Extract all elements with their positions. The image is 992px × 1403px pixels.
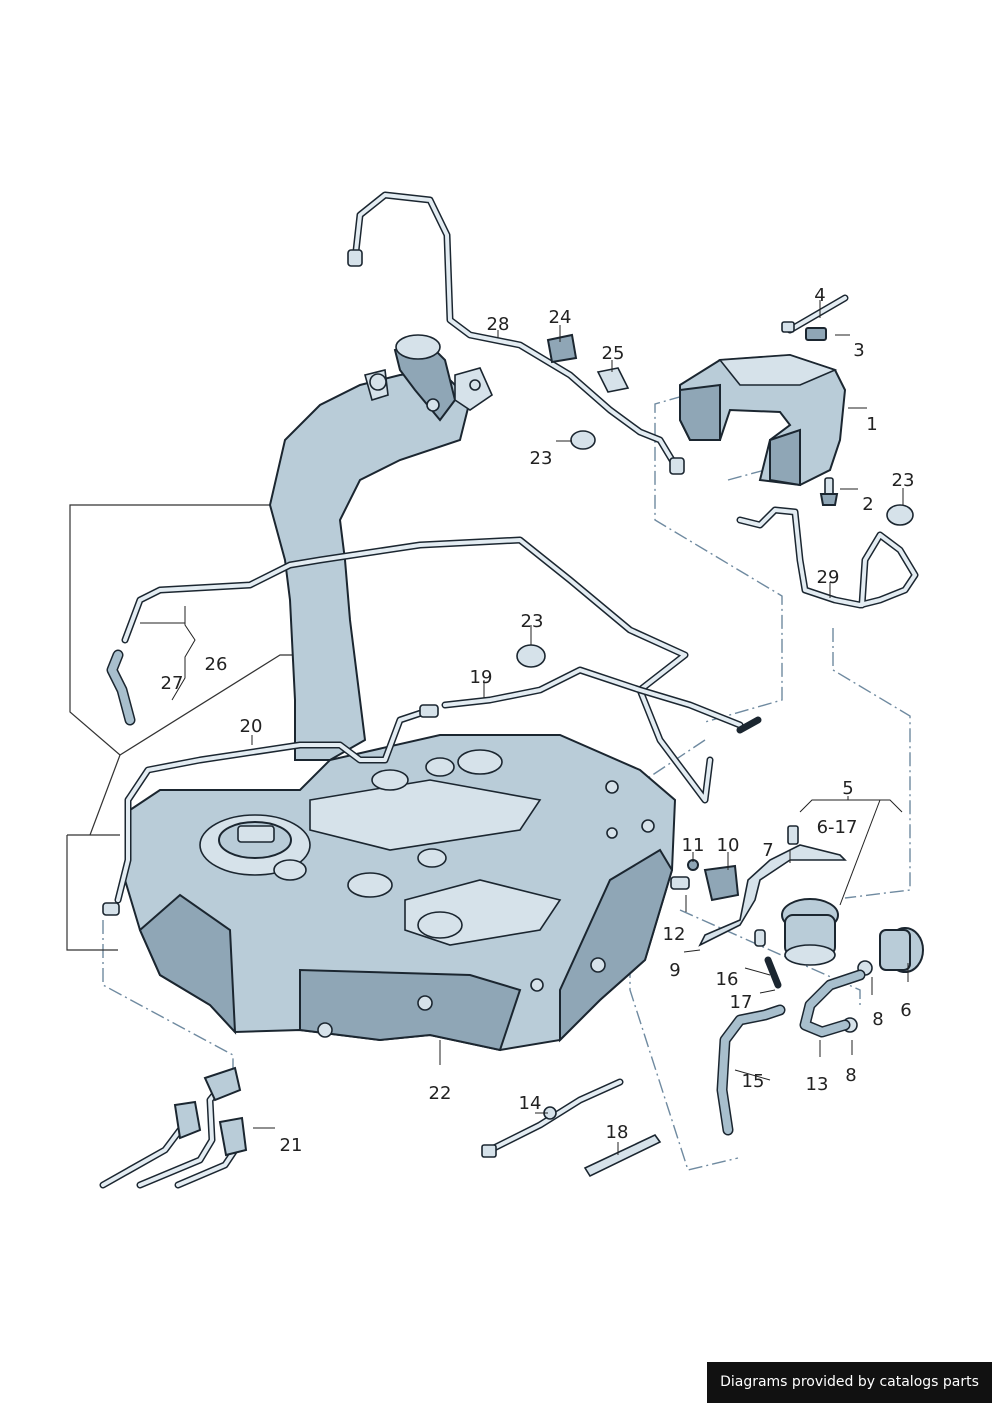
filler-neck	[268, 334, 494, 761]
hoses-13-15	[716, 969, 866, 1136]
callout-11: 11	[682, 835, 705, 856]
callout-7: 7	[762, 840, 773, 861]
callout-14: 14	[519, 1093, 542, 1114]
small-parts	[481, 294, 924, 1178]
hose-29	[736, 506, 919, 609]
callout-19: 19	[470, 667, 493, 688]
callout-17: 17	[730, 992, 753, 1013]
callout-16: 16	[716, 969, 739, 990]
callout-28: 28	[487, 314, 510, 335]
callout-15: 15	[742, 1071, 765, 1092]
callout-9: 9	[669, 960, 680, 981]
callout-6: 6	[900, 1000, 911, 1021]
callout-3: 3	[853, 340, 864, 361]
callout-8a: 8	[872, 1009, 883, 1030]
callout-20: 20	[240, 716, 263, 737]
attribution-banner[interactable]: Diagrams provided by catalogs parts	[707, 1362, 992, 1403]
callout-23a: 23	[530, 448, 553, 469]
callout-13: 13	[806, 1074, 829, 1095]
callout-27: 27	[161, 673, 184, 694]
callout-22: 22	[429, 1083, 452, 1104]
leader-lines	[251, 300, 909, 1155]
vent-pipes	[102, 191, 762, 916]
callout-21: 21	[280, 1135, 303, 1156]
callout-24: 24	[549, 307, 572, 328]
callout-29: 29	[817, 567, 840, 588]
reference-lines	[102, 395, 911, 1171]
canister-housing	[679, 353, 847, 487]
callout-2: 2	[862, 494, 873, 515]
callout-4: 4	[814, 285, 825, 306]
callout-1: 1	[866, 414, 877, 435]
callout-23c: 23	[521, 611, 544, 632]
callout-18: 18	[606, 1122, 629, 1143]
callout-26: 26	[205, 654, 228, 675]
callout-25: 25	[602, 343, 625, 364]
hose-27	[106, 649, 136, 726]
connectors-21	[99, 1066, 248, 1189]
callout-23b: 23	[892, 470, 915, 491]
fuel-tank	[123, 734, 677, 1052]
group-brackets	[66, 504, 903, 951]
callout-12: 12	[663, 924, 686, 945]
callout-10: 10	[717, 835, 740, 856]
callout-6-17: 6-17	[817, 817, 858, 838]
callout-labels: 1 2 3 4 5 6-17 6 7 8 8 9 10 11 12 13 14 …	[161, 285, 915, 1156]
callout-5: 5	[842, 778, 853, 799]
callout-8b: 8	[845, 1065, 856, 1086]
